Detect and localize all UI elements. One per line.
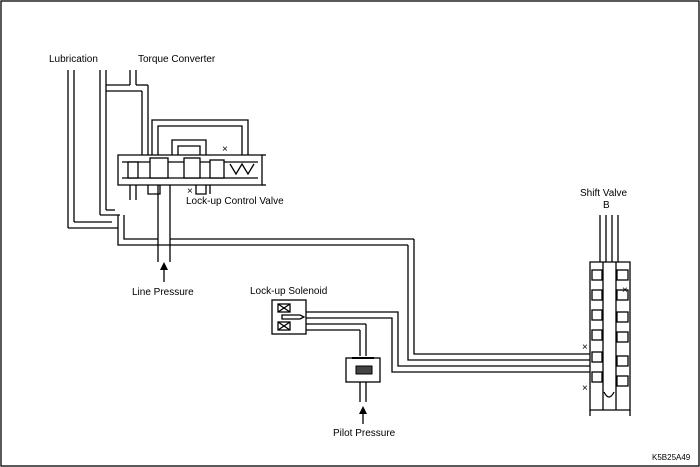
label-shift-valve: Shift Valve xyxy=(580,188,627,199)
drain-marker-shift-2: × xyxy=(582,342,588,353)
label-lubrication: Lubrication xyxy=(49,54,98,65)
pilot-filter xyxy=(345,357,381,402)
label-line-pressure: Line Pressure xyxy=(132,287,194,298)
drain-marker-valve-top: × xyxy=(222,144,228,155)
label-lockup-solenoid: Lock-up Solenoid xyxy=(250,286,327,297)
lockup-control-valve xyxy=(117,119,266,200)
line-pressure-arrow xyxy=(160,262,168,282)
label-lockup-control-valve: Lock-up Control Valve xyxy=(186,196,284,207)
label-shift-valve-letter: B xyxy=(603,200,610,211)
line-pressure-line xyxy=(117,185,590,361)
torque-converter-line xyxy=(99,70,149,216)
shift-valve-b xyxy=(589,215,631,416)
lockup-solenoid xyxy=(271,299,590,373)
drain-marker-shift-1: × xyxy=(622,285,628,296)
label-torque-converter: Torque Converter xyxy=(138,54,216,65)
label-pilot-pressure: Pilot Pressure xyxy=(333,428,396,439)
pilot-pressure-arrow xyxy=(359,406,367,424)
figure-reference-code: K5B25A49 xyxy=(652,453,691,462)
lubrication-line xyxy=(67,70,118,229)
drain-marker-shift-3: × xyxy=(582,383,588,394)
drain-marker-valve-bottom: × xyxy=(187,186,193,197)
